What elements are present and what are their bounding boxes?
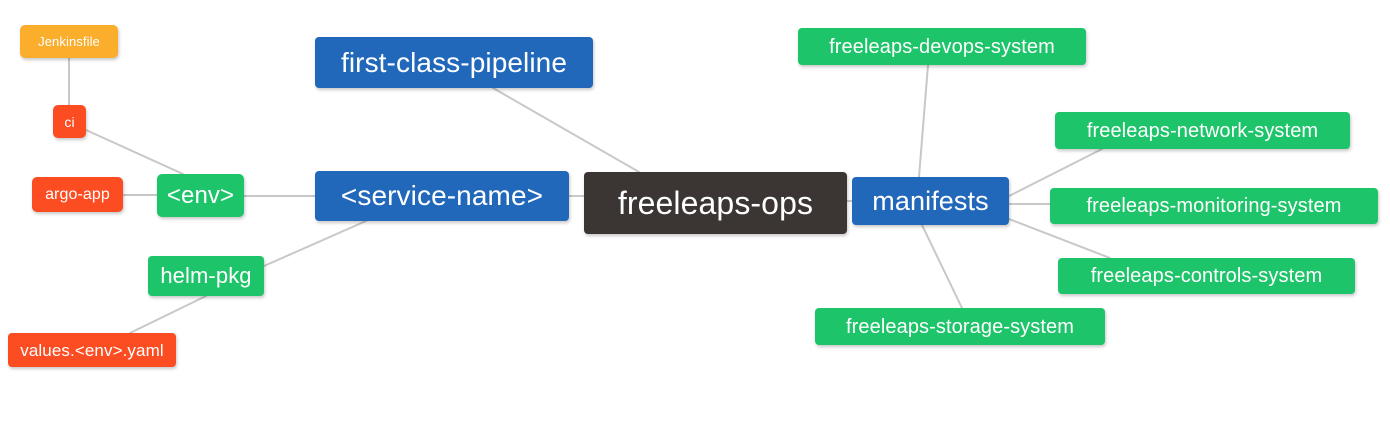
edge-manifests-to-freeleaps-storage-system — [921, 224, 963, 309]
node-helm-pkg[interactable]: helm-pkg — [148, 256, 264, 296]
node-label-freeleaps-controls-system: freeleaps-controls-system — [1090, 265, 1323, 287]
node-label-service-name: <service-name> — [340, 180, 544, 211]
edge-values-env-yaml-to-helm-pkg — [129, 295, 207, 334]
node-label-values-env-yaml: values.<env>.yaml — [20, 340, 164, 360]
node-label-freeleaps-storage-system: freeleaps-storage-system — [845, 315, 1075, 338]
node-values-env-yaml[interactable]: values.<env>.yaml — [8, 333, 176, 367]
node-env[interactable]: <env> — [157, 174, 244, 217]
node-label-manifests: manifests — [872, 185, 989, 216]
node-freeleaps-monitoring-system[interactable]: freeleaps-monitoring-system — [1050, 188, 1378, 224]
node-label-argo-app: argo-app — [45, 185, 110, 203]
node-label-freeleaps-network-system: freeleaps-network-system — [1086, 119, 1319, 142]
node-jenkinsfile[interactable]: Jenkinsfile — [20, 25, 118, 58]
node-argo-app[interactable]: argo-app — [32, 177, 123, 212]
node-label-freeleaps-monitoring-system: freeleaps-monitoring-system — [1086, 195, 1342, 217]
edge-helm-pkg-to-service-name — [263, 220, 367, 267]
node-ci[interactable]: ci — [53, 105, 86, 138]
node-service-name[interactable]: <service-name> — [315, 171, 569, 221]
node-label-env: <env> — [166, 181, 235, 209]
edge-manifests-to-freeleaps-devops-system — [918, 64, 929, 178]
node-label-ci: ci — [64, 113, 75, 130]
node-freeleaps-ops[interactable]: freeleaps-ops — [584, 172, 847, 234]
node-label-first-class-pipeline: first-class-pipeline — [340, 46, 568, 78]
node-freeleaps-storage-system[interactable]: freeleaps-storage-system — [815, 308, 1105, 345]
node-label-helm-pkg: helm-pkg — [160, 263, 252, 288]
node-freeleaps-network-system[interactable]: freeleaps-network-system — [1055, 112, 1350, 149]
node-first-class-pipeline[interactable]: first-class-pipeline — [315, 37, 593, 88]
node-manifests[interactable]: manifests — [852, 177, 1009, 225]
node-freeleaps-devops-system[interactable]: freeleaps-devops-system — [798, 28, 1086, 65]
edge-manifests-to-freeleaps-controls-system — [1008, 218, 1111, 259]
node-label-jenkinsfile: Jenkinsfile — [38, 34, 100, 49]
node-label-freeleaps-ops: freeleaps-ops — [617, 185, 814, 221]
node-freeleaps-controls-system[interactable]: freeleaps-controls-system — [1058, 258, 1355, 294]
edge-first-class-pipeline-to-freeleaps-ops — [492, 87, 640, 173]
edge-ci-to-env — [85, 129, 184, 175]
node-label-freeleaps-devops-system: freeleaps-devops-system — [829, 35, 1055, 58]
